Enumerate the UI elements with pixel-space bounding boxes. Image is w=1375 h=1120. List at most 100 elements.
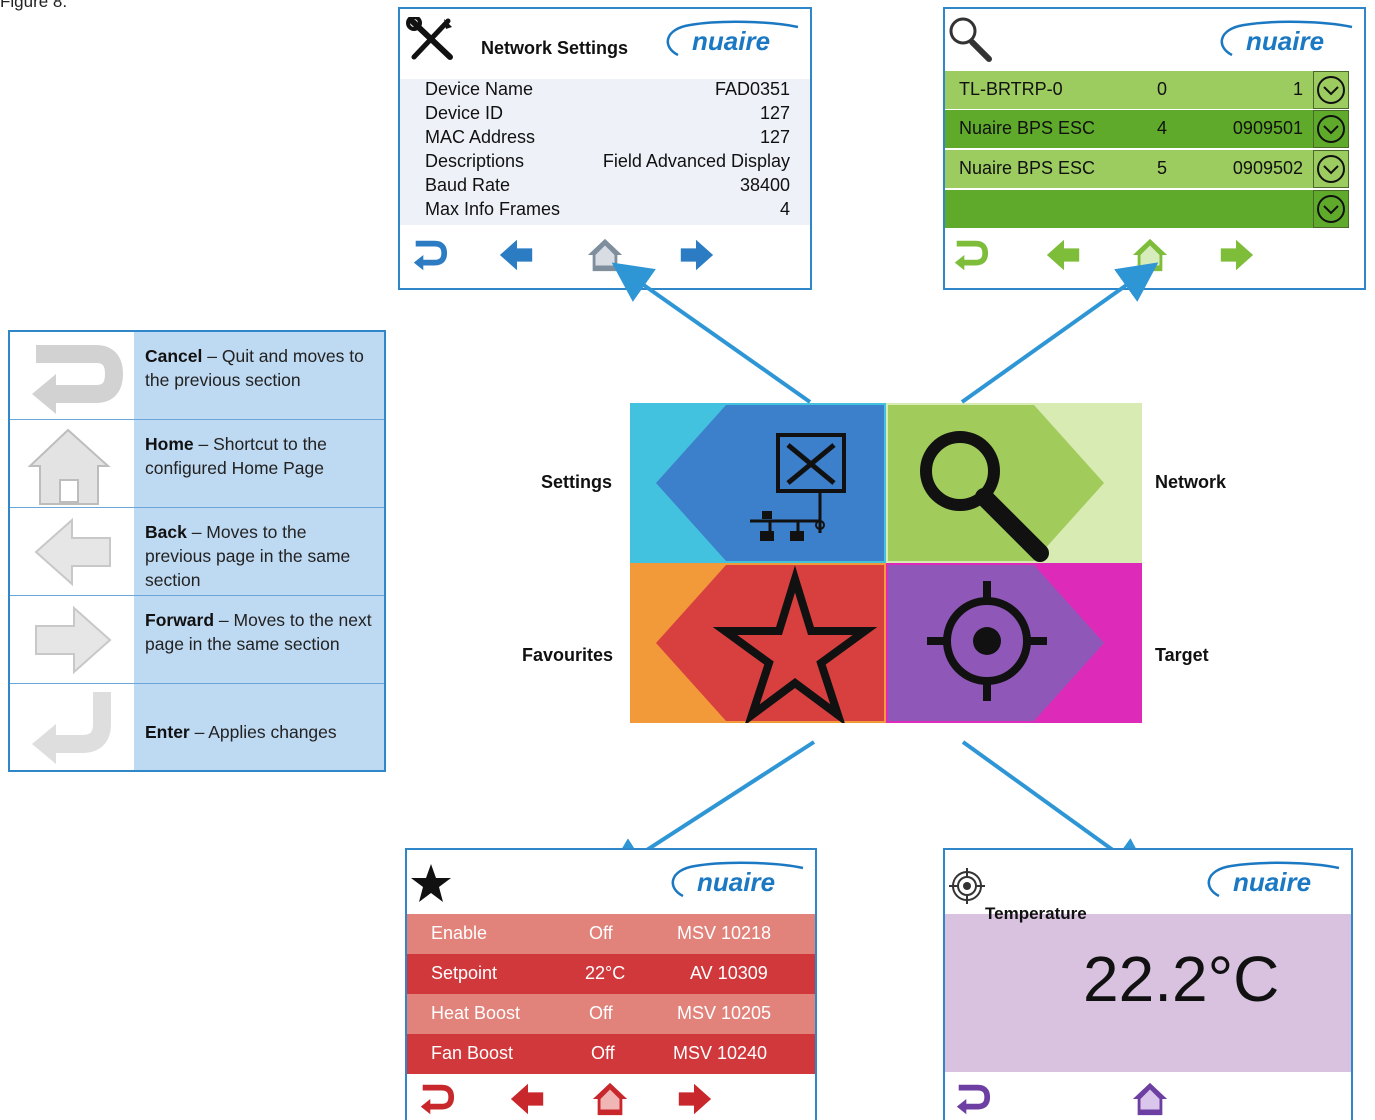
screen-header: nuaire — [945, 850, 1351, 910]
schedule-button[interactable] — [1313, 150, 1349, 188]
network-device-row[interactable]: Nuaire BPS ESC 5 0909502 — [945, 150, 1313, 188]
clock-icon — [1317, 115, 1345, 143]
schedule-button[interactable] — [1313, 71, 1349, 109]
fav-name: Heat Boost — [431, 1003, 521, 1023]
network-tile[interactable] — [886, 403, 1142, 563]
back-arrow-icon[interactable] — [498, 236, 536, 274]
device-id: 0909501 — [1232, 118, 1303, 138]
network-device-row[interactable]: TL-BRTRP-0 0 1 — [945, 71, 1313, 109]
legend-row-home: Home – Shortcut to the configured Home P… — [10, 420, 384, 508]
legend-row-forward: Forward – Moves to the next page in the … — [10, 596, 384, 684]
logo-text: nuaire — [1233, 867, 1311, 897]
fav-value: Off — [589, 923, 613, 943]
row-key: Baud Rate — [425, 175, 511, 195]
cancel-icon[interactable] — [417, 1080, 455, 1118]
network-settings-screen: Network Settings nuaire Device Name FAD03… — [398, 7, 812, 290]
temperature-value: 22.2°C — [1083, 943, 1280, 1015]
search-icon — [949, 17, 992, 62]
device-id: 0909502 — [1232, 158, 1303, 178]
legend-icon-cell — [10, 332, 134, 419]
row-value: 38400 — [739, 175, 790, 195]
clock-icon — [1317, 195, 1345, 223]
nav-bar — [945, 1074, 1351, 1120]
cancel-icon — [32, 345, 124, 414]
menu-label-favourites: Favourites — [522, 645, 614, 665]
device-num: 5 — [1157, 158, 1168, 178]
settings-row[interactable]: Max Info Frames 4 — [425, 199, 790, 223]
legend-title: Home — [145, 434, 194, 454]
page-title: Network Settings — [481, 38, 629, 58]
forward-arrow-icon[interactable] — [675, 1080, 713, 1118]
nuaire-logo: nuaire — [666, 20, 799, 57]
clock-icon — [1317, 155, 1345, 183]
legend-text: Home – Shortcut to the configured Home P… — [134, 420, 384, 507]
target-tile[interactable] — [886, 563, 1142, 723]
navigation-legend: Cancel – Quit and moves to the previous … — [8, 330, 386, 772]
row-value: FAD0351 — [714, 79, 790, 99]
forward-arrow-icon — [35, 605, 112, 675]
fav-value: Off — [591, 1043, 615, 1063]
home-icon[interactable] — [591, 1080, 629, 1118]
home-icon — [27, 428, 111, 505]
forward-arrow-icon[interactable] — [1217, 236, 1255, 274]
back-arrow-icon[interactable] — [1045, 236, 1083, 274]
legend-text: Enter – Applies changes — [134, 684, 384, 770]
row-key: Max Info Frames — [425, 199, 561, 219]
home-icon[interactable] — [1131, 1080, 1169, 1118]
favourite-row[interactable]: Heat Boost Off MSV 10205 — [407, 994, 815, 1034]
back-arrow-icon[interactable] — [509, 1080, 547, 1118]
settings-tile[interactable] — [630, 403, 886, 563]
network-device-row[interactable] — [945, 190, 1313, 228]
legend-icon-cell — [10, 508, 134, 595]
legend-row-enter: Enter – Applies changes — [10, 684, 384, 770]
favourites-tile[interactable] — [630, 563, 886, 723]
target-screen: nuaire Temperature 22.2°C — [943, 848, 1353, 1120]
legend-desc: – Shortcut to the configured Home Page — [145, 434, 327, 478]
row-value: 127 — [759, 103, 790, 123]
favourite-row[interactable]: Enable Off MSV 10218 — [407, 914, 815, 954]
fav-value: Off — [589, 1003, 613, 1023]
search-icon — [920, 431, 1000, 511]
legend-row-back: Back – Moves to the previous page in the… — [10, 508, 384, 596]
legend-title: Cancel — [145, 346, 203, 366]
favourite-row[interactable]: Fan Boost Off MSV 10240 — [407, 1034, 815, 1074]
device-num: 0 — [1157, 79, 1168, 99]
arrow-to-favourites — [605, 740, 816, 877]
schedule-button[interactable] — [1313, 190, 1349, 228]
row-key: Device Name — [425, 79, 534, 99]
home-icon[interactable] — [1131, 236, 1169, 274]
legend-desc: – Applies changes — [189, 722, 337, 742]
legend-icon-cell — [10, 596, 134, 683]
row-value: 4 — [779, 199, 790, 219]
screen-header: Network Settings nuaire — [400, 9, 810, 69]
menu-label-target: Target — [1155, 645, 1209, 665]
star-icon — [411, 864, 451, 902]
fav-name: Setpoint — [431, 963, 498, 983]
legend-row-cancel: Cancel – Quit and moves to the previous … — [10, 332, 384, 420]
nuaire-logo: nuaire — [1220, 20, 1353, 57]
target-icon — [949, 868, 985, 904]
legend-title: Back — [145, 522, 187, 542]
fav-ref: MSV 10240 — [673, 1043, 768, 1063]
settings-row[interactable]: Device Name FAD0351 — [425, 79, 790, 103]
tools-icon — [406, 17, 453, 60]
favourite-row[interactable]: Setpoint 22°C AV 10309 — [407, 954, 815, 994]
cancel-icon[interactable] — [953, 1080, 991, 1118]
settings-row[interactable]: Baud Rate 38400 — [425, 175, 790, 199]
cancel-icon[interactable] — [951, 236, 989, 274]
cancel-icon[interactable] — [410, 236, 448, 274]
schedule-button[interactable] — [1313, 110, 1349, 148]
arrow-to-target — [961, 740, 1152, 878]
arrow-to-network-list — [960, 262, 1159, 404]
fav-ref: MSV 10205 — [677, 1003, 772, 1023]
network-device-row[interactable]: Nuaire BPS ESC 4 0909501 — [945, 110, 1313, 148]
row-value: Field Advanced Display — [602, 151, 790, 171]
nuaire-logo: nuaire — [671, 861, 804, 898]
device-name: TL-BRTRP-0 — [959, 79, 1063, 99]
nuaire-logo: nuaire — [1207, 861, 1340, 898]
forward-arrow-icon[interactable] — [677, 236, 715, 274]
